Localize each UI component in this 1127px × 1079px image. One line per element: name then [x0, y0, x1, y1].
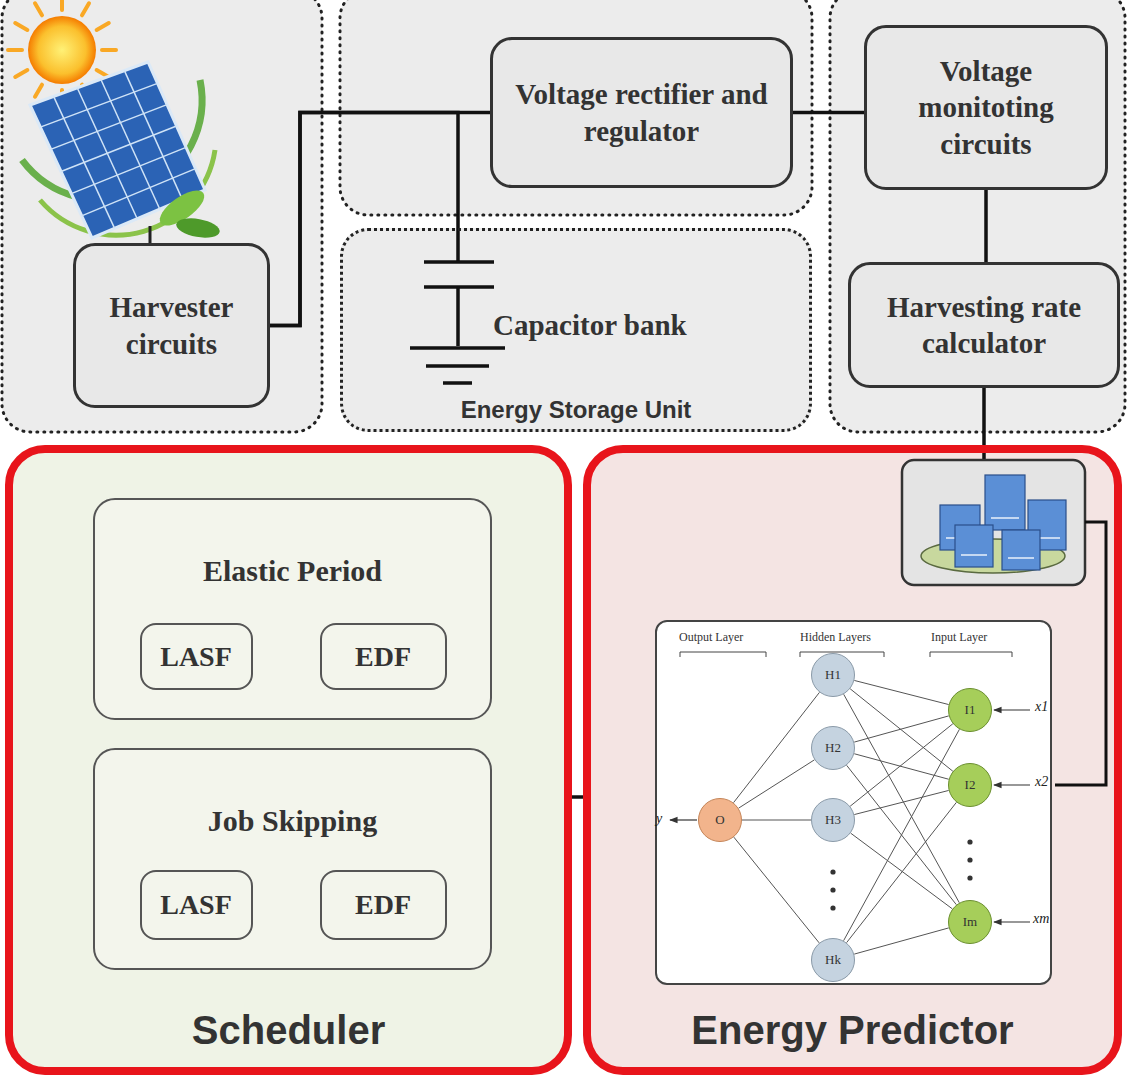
heading-text: Elastic Period: [95, 552, 490, 590]
panel-fill: [340, 228, 812, 432]
node-text: H1: [825, 667, 841, 683]
neuron-link: [847, 802, 957, 942]
node-text: Im: [963, 914, 977, 930]
process-box: Voltage monitoting circuits: [864, 25, 1108, 190]
signal-label: xm: [1033, 912, 1049, 926]
layer-brackets: [680, 652, 1012, 657]
heading-text: Output Layer: [679, 630, 743, 645]
node-text: Harvesting rate calculator: [857, 289, 1111, 362]
node-text: Voltage monitoting circuits: [873, 53, 1099, 162]
heading-text: Capacitor bank: [493, 309, 687, 342]
policy-group: Job SkippingLASF EDF: [93, 748, 492, 970]
neuron-link: [734, 692, 820, 802]
heading-text: Input Layer: [931, 630, 987, 645]
node-text: LASF: [160, 639, 232, 674]
monitor-region: [830, 0, 1125, 432]
heading-text: Energy Predictor: [591, 1005, 1114, 1055]
neuron-link: [854, 790, 948, 814]
wire-connector: [982, 388, 986, 445]
io-arrows: [670, 710, 1030, 922]
panel-fill: [93, 748, 492, 970]
network-panel: Output Layer Hidden Layers Input LayerO H1H…: [655, 620, 1052, 985]
node-text: I1: [965, 702, 976, 718]
storage-region: Capacitor bankEnergy Storage Unit: [340, 228, 812, 432]
algorithm-box: LASF: [140, 870, 253, 940]
algorithm-box: LASF: [140, 623, 253, 690]
panel-fill: [5, 445, 572, 1075]
wire-connector: [270, 113, 490, 326]
neuron-circle: Im: [948, 900, 992, 944]
node-text: Hk: [825, 952, 841, 968]
signal-label: y: [656, 812, 662, 826]
neuron-link: [854, 680, 948, 704]
module-panel: Energy Predictor Output Layer Hidden Layer…: [583, 445, 1122, 1075]
node-text: Harvester circuits: [82, 289, 261, 362]
heading-text: Energy Storage Unit: [343, 395, 809, 425]
neuron-link: [847, 765, 957, 904]
neuron-link: [742, 820, 811, 821]
neuron-circle: I1: [948, 688, 992, 732]
neuron-circle: H3: [811, 798, 855, 842]
panel-fill: [93, 498, 492, 720]
heading-text: Job Skipping: [95, 802, 490, 840]
neuron-circle: O: [698, 798, 742, 842]
node-text: EDF: [355, 887, 411, 922]
neuron-link: [734, 837, 819, 943]
wire-connector: [984, 190, 988, 262]
harvester-region: [2, 0, 322, 432]
wire-connector: [270, 113, 458, 326]
node-text: H2: [825, 740, 841, 756]
wire-connector: [793, 111, 864, 115]
process-box: Harvesting rate calculator: [848, 262, 1120, 388]
server-icon: [902, 449, 1106, 785]
node-text: Voltage rectifier and regulator: [499, 76, 784, 149]
capacitor-symbol: [410, 228, 505, 383]
solar-panel-illustration: [8, 0, 221, 243]
node-text: EDF: [355, 639, 411, 674]
panel-fill: [655, 620, 1052, 985]
neuron-link: [851, 833, 953, 909]
neuron-link: [850, 724, 953, 806]
panel-fills: [5, 228, 1122, 1075]
node-text: H3: [825, 812, 841, 828]
neuron-circle: Hk: [811, 938, 855, 982]
policy-group: Elastic PeriodLASF EDF: [93, 498, 492, 720]
heading-text: Scheduler: [13, 1005, 564, 1055]
neuron-link: [854, 928, 949, 954]
module-panel: SchedulerElastic PeriodLASFEDFJob Skippi…: [5, 445, 572, 1075]
neuron-circle: I2: [948, 763, 992, 807]
neuron-link: [844, 729, 960, 940]
process-box: Harvester circuits: [73, 243, 270, 408]
node-text: LASF: [160, 887, 232, 922]
neuron-circle: H1: [811, 653, 855, 697]
neuron-link: [739, 760, 815, 808]
neuron-circle: H2: [811, 726, 855, 770]
neuron-link: [850, 689, 953, 771]
panel-fill: [583, 445, 1122, 1075]
ellipsis-dots: [830, 839, 972, 910]
algorithm-box: EDF: [320, 623, 447, 690]
process-box: Voltage rectifier and regulator: [490, 37, 793, 188]
neuron-link: [854, 754, 949, 780]
algorithm-box: EDF: [320, 870, 447, 940]
signal-label: x2: [1035, 775, 1048, 789]
node-text: I2: [965, 777, 976, 793]
signal-label: x1: [1035, 700, 1048, 714]
regulator-region: [340, 0, 812, 215]
node-text: O: [715, 812, 724, 828]
wire-connector: [572, 795, 583, 799]
heading-text: Hidden Layers: [800, 630, 871, 645]
